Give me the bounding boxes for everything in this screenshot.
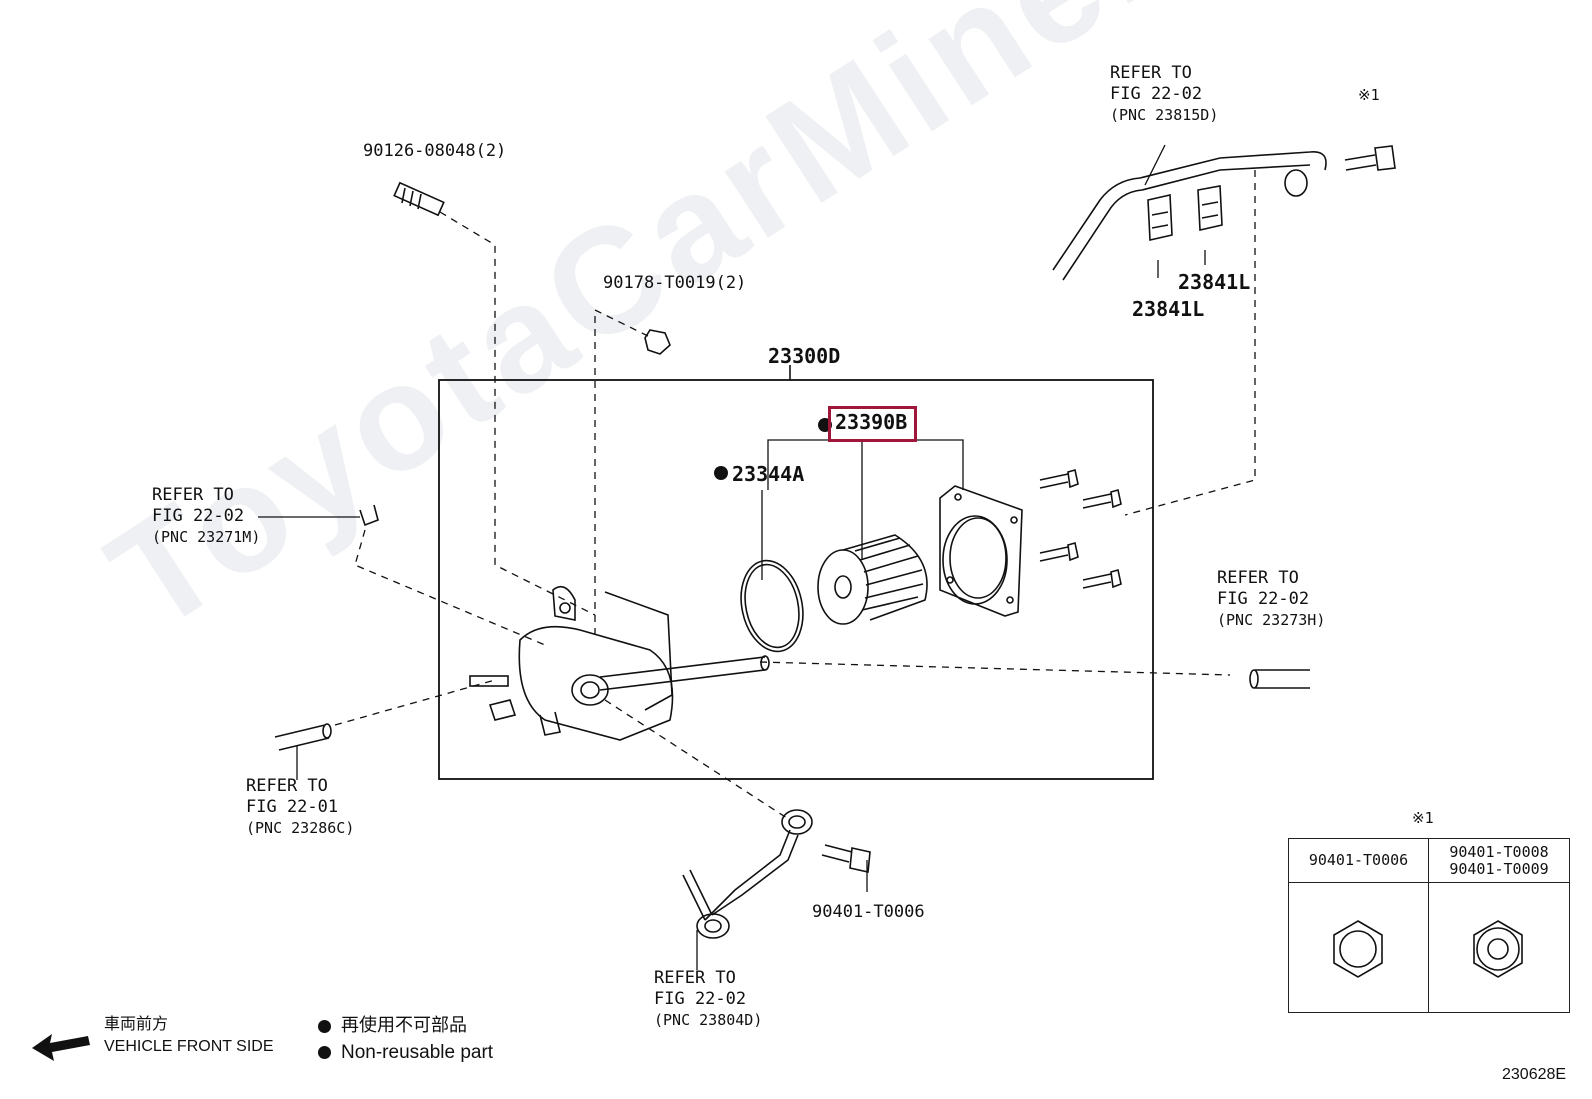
table-mark: ※1 bbox=[1412, 809, 1434, 827]
ref-line: FIG 22-02 bbox=[1110, 84, 1203, 104]
ref-bottom-left[interactable]: REFER TO FIG 22-01 (PNC 23286C) bbox=[246, 776, 354, 839]
ref-line: (PNC 23271M) bbox=[152, 528, 261, 546]
ref-line: REFER TO bbox=[1110, 63, 1192, 83]
stud-bolt bbox=[393, 181, 445, 217]
table-cell-bolt2 bbox=[1429, 883, 1569, 1012]
part-90401-label[interactable]: 90401-T0006 bbox=[812, 902, 925, 922]
ref-line: FIG 22-02 bbox=[152, 506, 245, 526]
ref-top-right[interactable]: REFER TO FIG 22-02 (PNC 23815D) bbox=[1110, 63, 1218, 126]
assembly-label: 23300D bbox=[768, 344, 841, 368]
legend-front-jp: 車両前方 bbox=[104, 1016, 169, 1033]
part-90126-label[interactable]: 90126-08048(2) bbox=[363, 141, 507, 161]
ref-line: REFER TO bbox=[152, 485, 234, 505]
table-col1-header: 90401-T0006 bbox=[1289, 839, 1429, 883]
right-hose bbox=[1255, 669, 1310, 689]
front-arrow bbox=[32, 1034, 90, 1061]
bolt-table: 90401-T0006 90401-T0008 90401-T0009 bbox=[1288, 838, 1570, 1013]
ref-line: (PNC 23273H) bbox=[1217, 611, 1326, 629]
o-ring bbox=[740, 559, 804, 653]
assembly-box bbox=[438, 379, 1154, 780]
ref-line: FIG 22-02 bbox=[1217, 589, 1310, 609]
nut bbox=[644, 329, 671, 355]
legend-nonreusable-jp: 再使用不可部品 bbox=[318, 1015, 467, 1036]
top-pipe bbox=[1052, 145, 1396, 281]
part-23344a-label[interactable]: 23344A bbox=[732, 462, 805, 486]
ref-line: (PNC 23286C) bbox=[246, 819, 355, 837]
part-23390b-label[interactable]: 23390B bbox=[835, 410, 908, 434]
filter-element bbox=[817, 534, 928, 625]
table-cell-bolt1 bbox=[1289, 883, 1429, 1012]
diagram-code: 230628E bbox=[1502, 1066, 1567, 1083]
highlight-frame bbox=[828, 406, 917, 442]
pump-body bbox=[469, 585, 770, 741]
note-mark: ※1 bbox=[1358, 86, 1380, 104]
bullet-icon bbox=[318, 1019, 331, 1033]
ref-line: FIG 22-01 bbox=[246, 797, 339, 817]
fuel-pipe bbox=[682, 809, 813, 939]
nonreusable-dot bbox=[714, 466, 728, 480]
legend-nonreusable-en: Non-reusable part bbox=[318, 1042, 493, 1063]
part-23841l-label[interactable]: 23841L bbox=[1178, 270, 1251, 294]
ref-left[interactable]: REFER TO FIG 22-02 (PNC 23271M) bbox=[152, 485, 260, 548]
left-hose bbox=[274, 724, 330, 751]
bullet-icon bbox=[318, 1046, 331, 1060]
ref-line: REFER TO bbox=[246, 776, 328, 796]
cover-bolts bbox=[1039, 468, 1122, 589]
table-col2-header: 90401-T0008 90401-T0009 bbox=[1429, 839, 1569, 883]
pipe-clamps bbox=[1147, 185, 1223, 241]
ref-bottom[interactable]: REFER TO FIG 22-02 (PNC 23804D) bbox=[654, 968, 762, 1031]
legend-front-en: VEHICLE FRONT SIDE bbox=[104, 1038, 274, 1055]
ref-line: FIG 22-02 bbox=[654, 989, 747, 1009]
ref-line: REFER TO bbox=[654, 968, 736, 988]
ref-right[interactable]: REFER TO FIG 22-02 (PNC 23273H) bbox=[1217, 568, 1325, 631]
ref-line: (PNC 23804D) bbox=[654, 1011, 763, 1029]
union-bolt bbox=[821, 844, 871, 873]
table-bolt-heads bbox=[1333, 920, 1523, 978]
part-90178-label[interactable]: 90178-T0019(2) bbox=[603, 273, 747, 293]
ref-line: (PNC 23815D) bbox=[1110, 106, 1219, 124]
filter-cover bbox=[939, 485, 1023, 617]
part-23841l-label[interactable]: 23841L bbox=[1132, 297, 1205, 321]
ref-line: REFER TO bbox=[1217, 568, 1299, 588]
